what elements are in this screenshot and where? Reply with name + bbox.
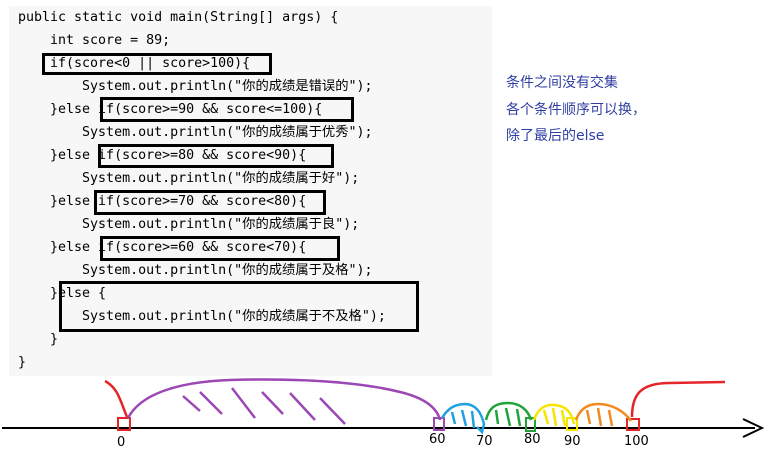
red-hundred-marker bbox=[626, 418, 640, 431]
code-line-6: System.out.println("你的成绩属于优秀"); bbox=[18, 125, 373, 140]
green-eighty-marker bbox=[525, 417, 536, 432]
note-line-2: 各个条件顺序可以换， bbox=[506, 102, 646, 118]
yellow-condition-box bbox=[98, 144, 334, 168]
tick-label-80: 80 bbox=[524, 432, 541, 447]
code-line-1: public static void main(String[] args) { bbox=[18, 10, 339, 25]
red-zero-marker bbox=[117, 417, 131, 431]
code-line-4: System.out.println("你的成绩是错误的"); bbox=[18, 79, 373, 94]
green-arc bbox=[484, 401, 533, 421]
yellow-hatch bbox=[542, 407, 567, 427]
code-line-10: System.out.println("你的成绩属于良"); bbox=[18, 217, 360, 232]
number-line-arrow bbox=[742, 418, 765, 438]
tick-label-0: 0 bbox=[117, 435, 126, 450]
tick-label-100: 100 bbox=[624, 434, 649, 449]
purple-arc bbox=[126, 378, 442, 421]
code-panel: public static void main(String[] args) {… bbox=[9, 6, 492, 376]
code-line-5: }else if(score>=90 && score<=100){ bbox=[18, 102, 323, 117]
tick-label-60: 60 bbox=[429, 432, 446, 447]
code-line-2: int score = 89; bbox=[18, 33, 171, 48]
orange-condition-box bbox=[100, 97, 354, 122]
code-line-14: System.out.println("你的成绩属于不及格"); bbox=[18, 309, 386, 324]
green-condition-box bbox=[94, 190, 326, 215]
red-condition-box bbox=[42, 53, 272, 75]
blue-arc bbox=[440, 402, 486, 435]
blue-condition-box bbox=[100, 236, 340, 261]
green-hatch bbox=[494, 407, 522, 427]
yellow-arc bbox=[532, 403, 576, 425]
note-line-1: 条件之间没有交集 bbox=[506, 75, 618, 91]
purple-hatch bbox=[182, 387, 346, 425]
red-left-curve bbox=[104, 379, 129, 418]
code-line-16: } bbox=[18, 355, 27, 370]
code-line-3: if(score<0 || score>100){ bbox=[18, 56, 251, 71]
purple-else-box bbox=[59, 281, 419, 332]
orange-hatch bbox=[585, 407, 614, 427]
code-line-12: System.out.println("你的成绩属于及格"); bbox=[18, 263, 373, 278]
code-line-15: } bbox=[18, 332, 59, 347]
purple-sixty-marker bbox=[433, 417, 445, 431]
yellow-ninety-marker bbox=[566, 417, 578, 431]
orange-arc bbox=[574, 402, 633, 422]
code-line-7: }else if(score>=80 && score<90){ bbox=[18, 148, 307, 163]
tick-label-70: 70 bbox=[476, 434, 493, 449]
blue-hatch bbox=[450, 409, 476, 429]
red-right-curve bbox=[630, 380, 726, 418]
note-line-3: 除了最后的else bbox=[506, 128, 605, 144]
code-line-9: }else if(score>=70 && score<80){ bbox=[18, 194, 307, 209]
tick-label-90: 90 bbox=[564, 434, 581, 449]
code-line-11: }else if(score>=60 && score<70){ bbox=[18, 240, 307, 255]
code-line-8: System.out.println("你的成绩属于好"); bbox=[18, 171, 360, 186]
